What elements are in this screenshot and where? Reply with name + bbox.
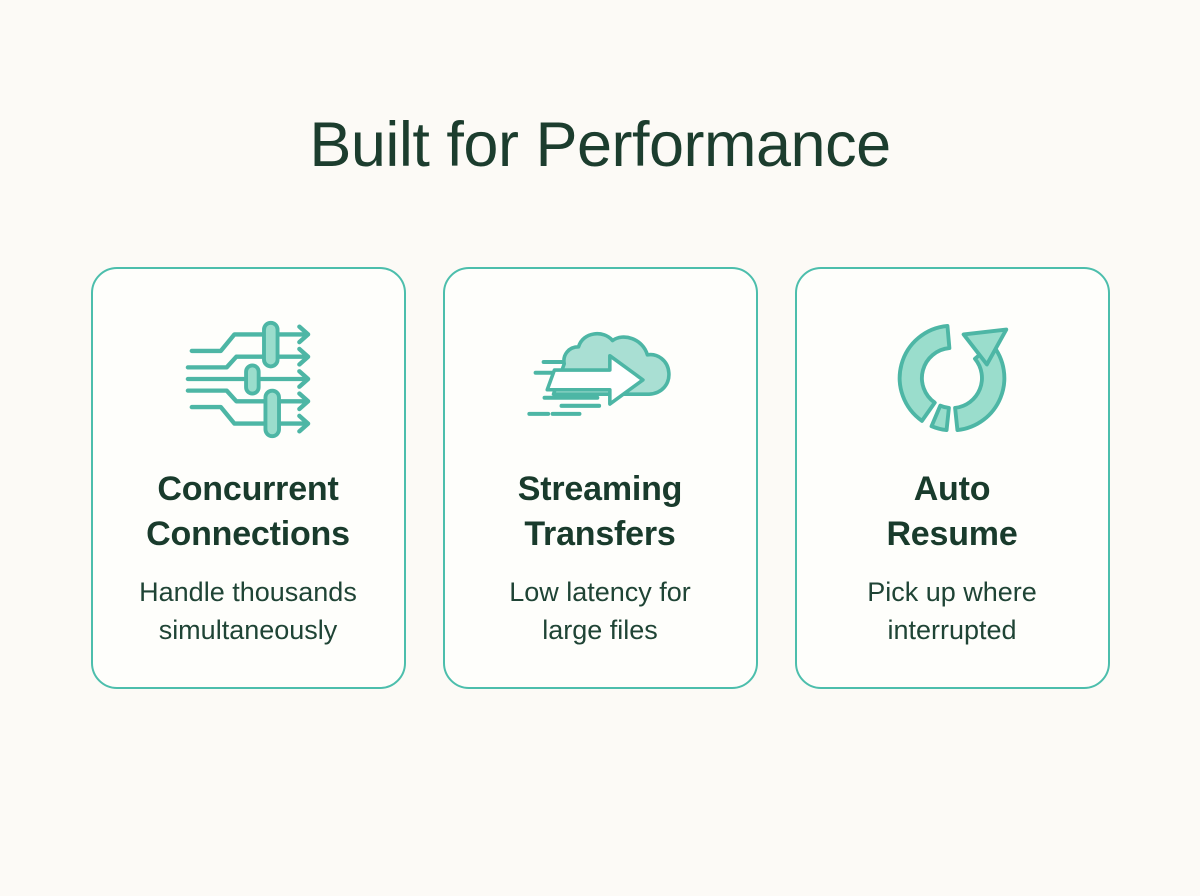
feature-cards: Concurrent Connections Handle thousands … [0,266,1200,689]
performance-section: Built for Performance [0,110,1200,689]
page-title: Built for Performance [309,110,891,180]
streaming-transfers-icon [524,313,676,445]
concurrent-connections-icon-svg [185,320,311,438]
card-title: Concurrent Connections [146,469,350,554]
card-subtitle: Handle thousands simultaneously [139,577,357,645]
concurrent-connections-icon [180,313,316,445]
card-subtitle: Low latency for large files [509,577,691,645]
auto-resume-icon-svg [897,323,1009,432]
card-subtitle: Pick up where interrupted [867,577,1037,645]
card-title: Auto Resume [886,469,1018,554]
auto-resume-icon [884,313,1020,445]
feature-card-concurrent-connections: Concurrent Connections Handle thousands … [90,266,406,689]
feature-card-streaming-transfers: Streaming Transfers Low latency for larg… [442,266,758,689]
card-title: Streaming Transfers [517,469,683,554]
feature-card-auto-resume: Auto Resume Pick up where interrupted [794,266,1110,689]
streaming-transfers-icon-svg [527,331,671,416]
